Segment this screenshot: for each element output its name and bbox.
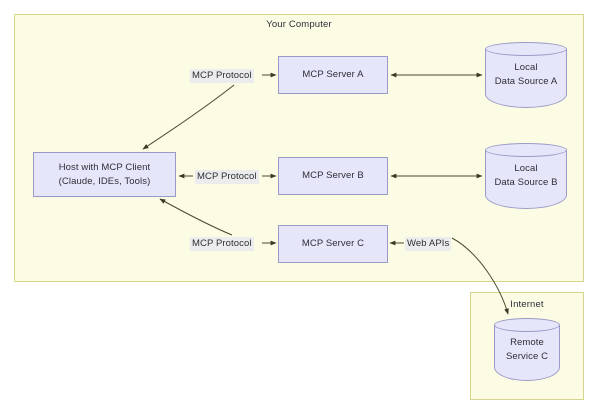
server-b-label: MCP Server B: [302, 170, 364, 181]
host-node-line2: (Claude, IDEs, Tools): [58, 175, 151, 187]
data-source-b-line2: Data Source B: [494, 177, 558, 188]
cylinder-body: [485, 49, 567, 108]
node-local-data-source-b[interactable]: Local Data Source B: [485, 143, 567, 209]
remote-service-c-line2: Service C: [505, 350, 549, 362]
cylinder-top: [494, 318, 560, 332]
node-host-with-mcp-client[interactable]: Host with MCP Client (Claude, IDEs, Tool…: [33, 152, 176, 197]
node-remote-service-c[interactable]: Remote Service C: [494, 318, 560, 381]
edge-label-mcp-protocol-a: MCP Protocol: [190, 69, 254, 83]
edge-label-mcp-protocol-c: MCP Protocol: [190, 237, 254, 251]
node-local-data-source-a[interactable]: Local Data Source A: [485, 42, 567, 108]
internet-title: Internet: [510, 299, 544, 310]
your-computer-title: Your Computer: [266, 19, 332, 30]
remote-service-c-line1: Remote: [510, 336, 544, 348]
host-node-line1: Host with MCP Client: [58, 161, 151, 173]
data-source-b-line1: Local: [514, 163, 538, 174]
data-source-a-label: Local Data Source A: [485, 61, 567, 89]
data-source-a-line2: Data Source A: [494, 76, 558, 87]
node-mcp-server-a[interactable]: MCP Server A: [278, 56, 388, 94]
cylinder-top: [485, 143, 567, 157]
server-c-label: MCP Server C: [301, 238, 365, 249]
cylinder-top: [485, 42, 567, 56]
cylinder-body: [494, 325, 560, 381]
edge-label-web-apis: Web APIs: [405, 237, 452, 251]
edge-label-mcp-protocol-b: MCP Protocol: [195, 170, 259, 184]
node-mcp-server-b[interactable]: MCP Server B: [278, 157, 388, 195]
server-a-label: MCP Server A: [302, 69, 364, 80]
node-mcp-server-c[interactable]: MCP Server C: [278, 225, 388, 263]
data-source-b-label: Local Data Source B: [485, 162, 567, 190]
remote-service-c-label: Remote Service C: [494, 336, 560, 364]
cylinder-body: [485, 150, 567, 209]
data-source-a-line1: Local: [514, 62, 538, 73]
